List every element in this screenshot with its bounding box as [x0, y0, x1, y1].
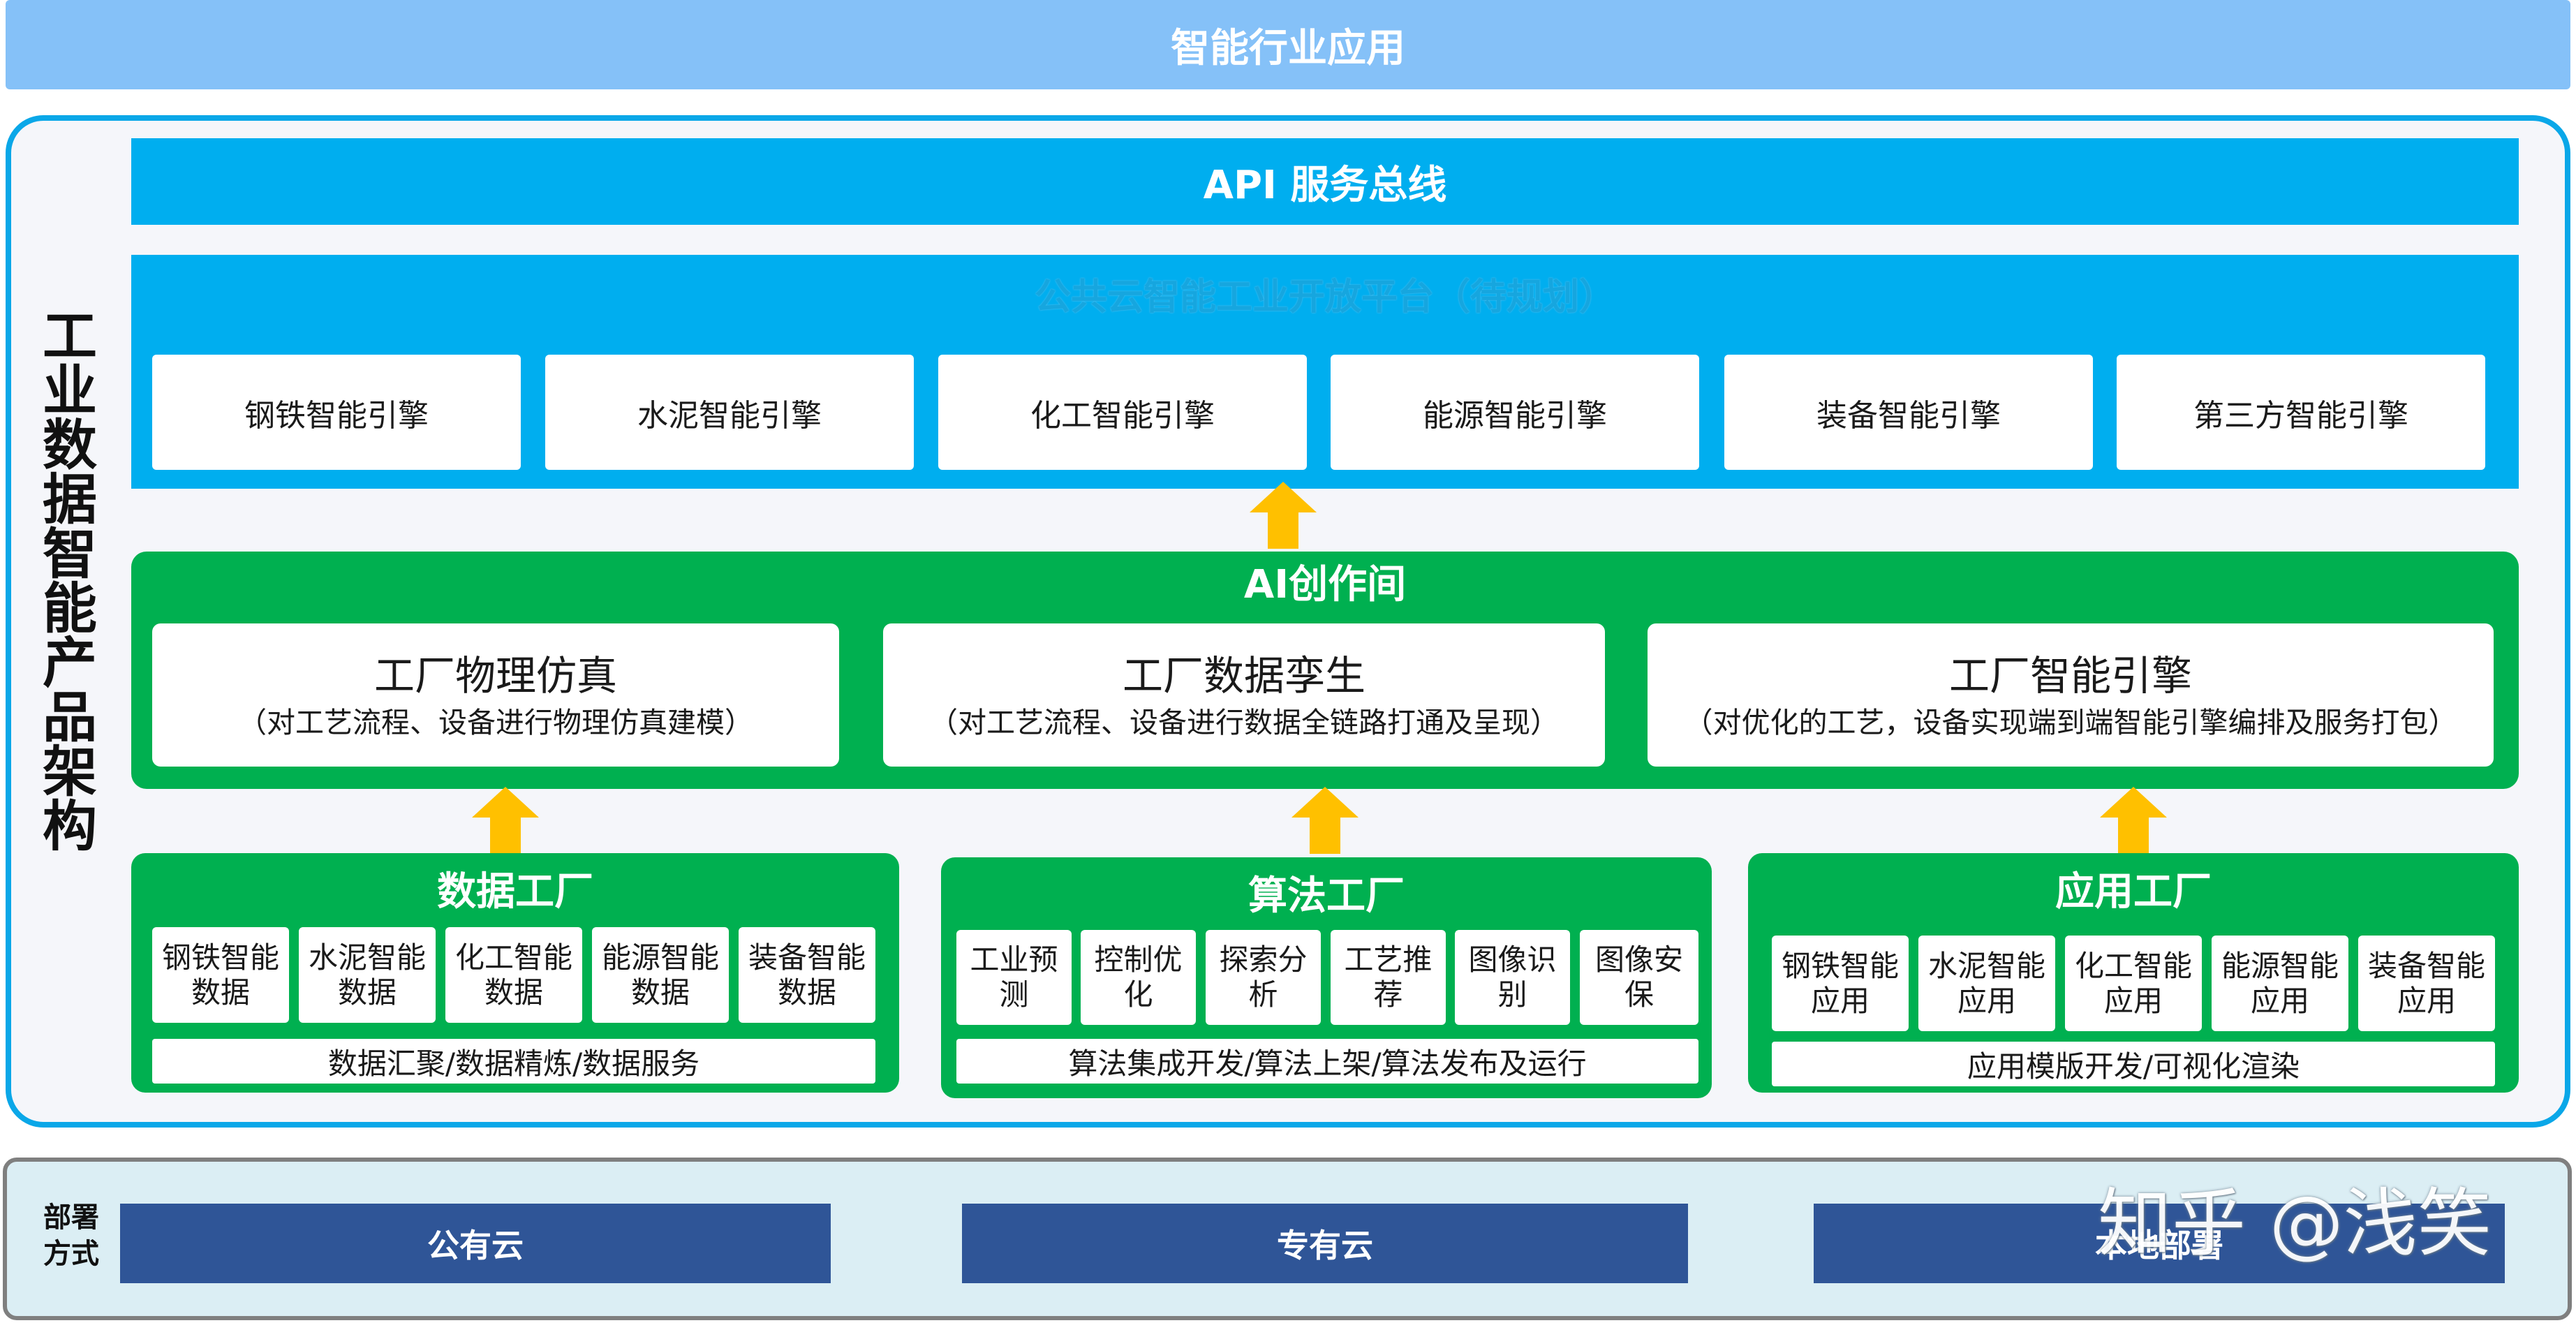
data-factory-item: 水泥智能数据 [299, 927, 436, 1023]
ai-card-physical-simulation: 工厂物理仿真 （对工艺流程、设备进行物理仿真建模） [152, 623, 839, 767]
up-arrow-icon [2098, 785, 2168, 855]
deploy-public-cloud: 公有云 [120, 1204, 831, 1283]
data-factory-item: 装备智能数据 [739, 927, 875, 1023]
deployment-label: 部署 方式 [43, 1202, 99, 1270]
application-factory-footer: 应用模版开发/可视化渲染 [1772, 1042, 2495, 1086]
ai-card-desc: （对工艺流程、设备进行物理仿真建模） [238, 705, 753, 739]
ai-card-title: 工厂数据孪生 [1122, 651, 1365, 700]
application-factory-title: 应用工厂 [2055, 869, 2212, 915]
algorithm-factory-item: 图像安保 [1580, 930, 1698, 1025]
up-arrow-icon [1248, 480, 1318, 550]
algorithm-factory-item: 工艺推荐 [1331, 930, 1446, 1025]
ai-card-data-twin: 工厂数据孪生 （对工艺流程、设备进行数据全链路打通及呈现） [883, 623, 1605, 767]
ai-card-title: 工厂物理仿真 [373, 651, 617, 700]
application-factory-item: 能源智能应用 [2212, 936, 2348, 1031]
algorithm-factory-item: 探索分析 [1206, 930, 1321, 1025]
data-factory-item: 钢铁智能数据 [152, 927, 289, 1023]
ai-card-desc: （对工艺流程、设备进行数据全链路打通及呈现） [929, 705, 1559, 739]
engine-card-energy: 能源智能引擎 [1331, 355, 1699, 470]
engine-card-steel: 钢铁智能引擎 [152, 355, 521, 470]
ai-card-intelligent-engine: 工厂智能引擎 （对优化的工艺，设备实现端到端智能引擎编排及服务打包） [1648, 623, 2494, 767]
application-factory-item: 水泥智能应用 [1918, 936, 2055, 1031]
algorithm-factory-footer: 算法集成开发/算法上架/算法发布及运行 [956, 1039, 1698, 1084]
cloud-platform-title: 公共云智能工业开放平台（待规划） [1034, 276, 1615, 318]
algorithm-factory-item: 图像识别 [1455, 930, 1570, 1025]
watermark: 知乎 @浅笑 [2098, 1181, 2492, 1266]
up-arrow-icon [471, 785, 540, 855]
algorithm-factory-item: 控制优化 [1081, 930, 1196, 1025]
data-factory-title: 数据工厂 [437, 869, 593, 915]
application-factory-item: 钢铁智能应用 [1772, 936, 1909, 1031]
ai-card-desc: （对优化的工艺，设备实现端到端智能引擎编排及服务打包） [1684, 705, 2457, 739]
data-factory-item: 能源智能数据 [592, 927, 729, 1023]
engine-card-chemical: 化工智能引擎 [938, 355, 1307, 470]
algorithm-factory-item: 工业预测 [956, 930, 1072, 1025]
engine-card-third-party: 第三方智能引擎 [2117, 355, 2485, 470]
deploy-private-cloud: 专有云 [962, 1204, 1688, 1283]
application-factory-item: 化工智能应用 [2065, 936, 2202, 1031]
application-factory-item: 装备智能应用 [2358, 936, 2495, 1031]
vertical-title: 工业数据智能产品架构 [34, 307, 96, 852]
industry-applications-bar: 智能行业应用 [6, 0, 2570, 89]
up-arrow-icon [1290, 785, 1360, 855]
ai-card-title: 工厂智能引擎 [1948, 651, 2192, 700]
data-factory-item: 化工智能数据 [445, 927, 582, 1023]
engine-card-cement: 水泥智能引擎 [545, 355, 914, 470]
data-factory-footer: 数据汇聚/数据精炼/数据服务 [152, 1039, 875, 1084]
algorithm-factory-title: 算法工厂 [1248, 873, 1405, 919]
api-service-bus: API 服务总线 [131, 138, 2519, 225]
ai-space-title: AI创作间 [1243, 562, 1407, 607]
deploy-on-premise: 本地部署 [1814, 1204, 2505, 1283]
engine-card-equipment: 装备智能引擎 [1724, 355, 2093, 470]
